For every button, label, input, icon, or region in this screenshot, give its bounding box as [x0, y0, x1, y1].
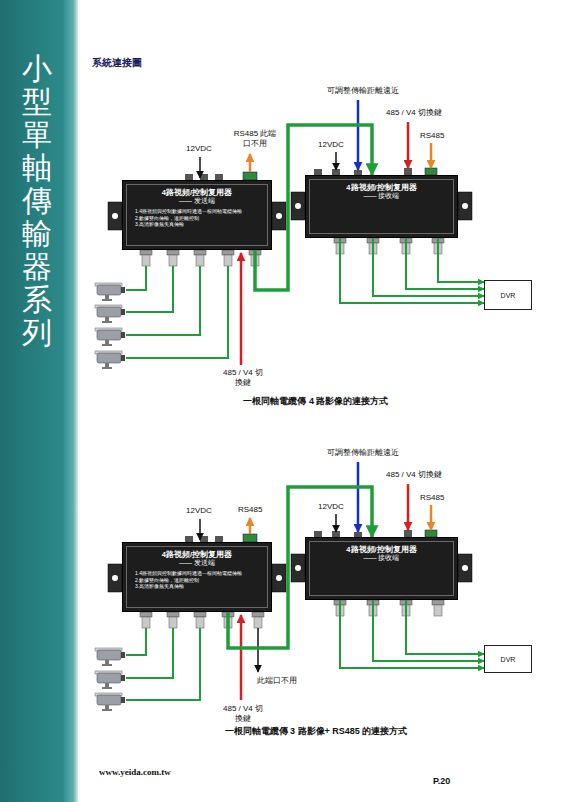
device-note: 3.高清影像無失真傳輸 — [127, 221, 267, 228]
dvr-box: DVR — [484, 645, 532, 673]
device-title: 4路視頻/控制复用器 — [127, 188, 267, 197]
label-text: www.yeida.com.tw — [98, 767, 172, 778]
top-system — [95, 100, 472, 369]
dvr-box: DVR — [484, 280, 532, 310]
label-text: RS485 此端口不用 — [230, 129, 280, 148]
label-text: RS485 — [419, 131, 445, 141]
label-text: 可調整傳輸距離遠近 — [326, 86, 400, 96]
device-box: 4路視頻/控制复用器—— 接收端 — [305, 175, 458, 238]
device-subtitle: —— 接收端 — [310, 554, 453, 562]
device-box: 4路視頻/控制复用器—— 发送端 1.4路視頻與控制數據同時通過一根同軸電纜傳輸2… — [122, 180, 272, 250]
device-title: 4路視頻/控制复用器 — [310, 183, 453, 192]
label-text: 12VDC — [317, 140, 345, 150]
label-text: 485 / V4 切換鍵 — [385, 470, 443, 480]
label-text: 12VDC — [317, 502, 345, 512]
page-title: 系統連接圖 — [92, 56, 142, 70]
coax-connector — [406, 238, 484, 289]
label-text: RS485 — [419, 493, 445, 503]
coax-connector — [373, 600, 484, 661]
device-subtitle: —— 接收端 — [310, 192, 453, 200]
side-band: 小型單軸傳輸器系列 — [0, 0, 78, 802]
label-text: 一根同軸電纜傳 3 路影像+ RS485 的連接方式 — [170, 726, 462, 737]
coax-connector — [340, 600, 484, 668]
label-text: 此端口不用 — [256, 676, 298, 686]
label-text: 可調整傳輸距離遠近 — [326, 448, 400, 458]
label-text: 485 / V4 切換鍵 — [220, 368, 266, 387]
box-label: DVR — [501, 292, 516, 299]
device-title: 4路視頻/控制复用器 — [127, 550, 267, 559]
device-subtitle: —— 发送端 — [127, 197, 267, 205]
coax-connector — [406, 600, 484, 654]
label-text: RS485 — [237, 505, 263, 515]
box-label: DVR — [501, 656, 516, 663]
device-note: 1.4路視頻與控制數據同時通過一根同軸電纜傳輸 — [127, 570, 267, 577]
device-subtitle: —— 发送端 — [127, 559, 267, 567]
device-note: 2.數據雙向傳輸，遠距離控制 — [127, 215, 267, 222]
coax-connector — [438, 238, 484, 282]
device-note: 2.數據雙向傳輸，遠距離控制 — [127, 577, 267, 584]
coax-connector — [340, 238, 484, 303]
label-text: 一根同軸電纜傳 4 路影像的連接方式 — [170, 396, 462, 407]
device-note: 3.高清影像無失真傳輸 — [127, 583, 267, 590]
device-box: 4路視頻/控制复用器—— 发送端 1.4路視頻與控制數據同時通過一根同軸電纜傳輸2… — [122, 542, 272, 612]
label-text: 485 / V4 切換鍵 — [385, 108, 443, 118]
device-note: 1.4路視頻與控制數據同時通過一根同軸電纜傳輸 — [127, 208, 267, 215]
device-title: 4路視頻/控制复用器 — [310, 545, 453, 554]
series-title: 小型單軸傳輸器系列 — [22, 52, 52, 349]
label-text: 12VDC — [185, 144, 213, 154]
bottom-system — [95, 462, 472, 711]
coax-connector — [373, 238, 484, 296]
label-text: 485 / V4 切換鍵 — [220, 704, 266, 723]
device-box: 4路視頻/控制复用器—— 接收端 — [305, 537, 458, 600]
label-text: P.20 — [432, 776, 451, 787]
label-text: 12VDC — [185, 506, 213, 516]
